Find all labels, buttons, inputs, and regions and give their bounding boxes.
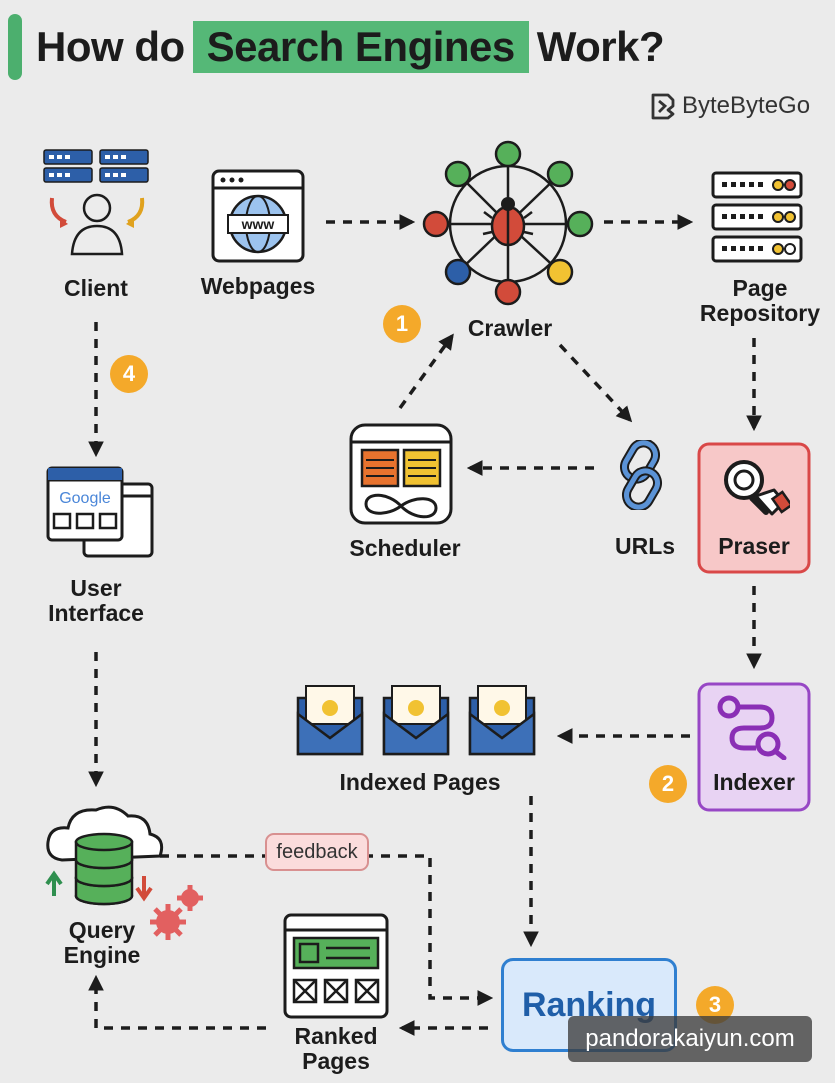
- webpages-label: Webpages: [200, 273, 316, 299]
- arrow-scheduler-to-crawler: [398, 333, 454, 410]
- envelope-icon: [468, 685, 536, 756]
- client-icon: [43, 149, 149, 256]
- arrow-query-engine-feedback-to-ranking: [160, 854, 494, 1006]
- indexed-pages-icon: [296, 685, 536, 756]
- user-interface-icon: Google: [46, 466, 154, 558]
- brand-logo: ByteByteGo: [650, 92, 810, 120]
- parser-magnifier-icon: [724, 460, 790, 516]
- www-text: www: [241, 216, 275, 232]
- google-text: Google: [59, 490, 111, 507]
- bytebytego-logo-icon: [651, 93, 675, 120]
- webpages-icon: www: [211, 169, 305, 263]
- scheduler-label: Scheduler: [349, 535, 461, 561]
- client-label: Client: [64, 275, 128, 301]
- user-interface-label: User Interface: [48, 575, 144, 626]
- ranked-pages-icon: [283, 913, 389, 1019]
- urls-label: URLs: [614, 533, 676, 559]
- step-badge-2: 2: [649, 765, 687, 803]
- title-accent-bar: [8, 14, 22, 80]
- feedback-tag: feedback: [265, 833, 369, 871]
- arrow-crawler-to-urls: [558, 343, 633, 423]
- title-suffix: Work?: [536, 23, 665, 70]
- brand-name: ByteByteGo: [682, 92, 811, 119]
- envelope-icon: [296, 685, 364, 756]
- step-badge-1: 1: [383, 305, 421, 343]
- watermark: pandorakaiyun.com: [568, 1016, 812, 1062]
- link-icon: [620, 440, 662, 510]
- arrow-ranked-pages-to-query-engine: [88, 974, 266, 1030]
- crawler-label: Crawler: [467, 315, 553, 341]
- page-repository-label: Page Repository: [699, 275, 821, 326]
- query-engine-icon: [45, 805, 203, 940]
- indexer-path-icon: [717, 695, 787, 760]
- indexer-label: Indexer: [713, 769, 795, 795]
- step-badge-4: 4: [110, 355, 148, 393]
- crawler-icon: [422, 140, 594, 306]
- page-repository-icon: [711, 171, 803, 263]
- indexed-pages-label: Indexed Pages: [339, 769, 501, 795]
- query-engine-label: Query Engine: [63, 917, 141, 968]
- title-prefix: How do: [36, 23, 185, 70]
- parser-label: Praser: [718, 533, 790, 559]
- title-highlight: Search Engines: [192, 21, 529, 73]
- envelope-icon: [382, 685, 450, 756]
- ranked-pages-label: Ranked Pages: [294, 1023, 378, 1074]
- page-title: How do Search Engines Work?: [36, 14, 665, 80]
- scheduler-icon: [349, 423, 453, 525]
